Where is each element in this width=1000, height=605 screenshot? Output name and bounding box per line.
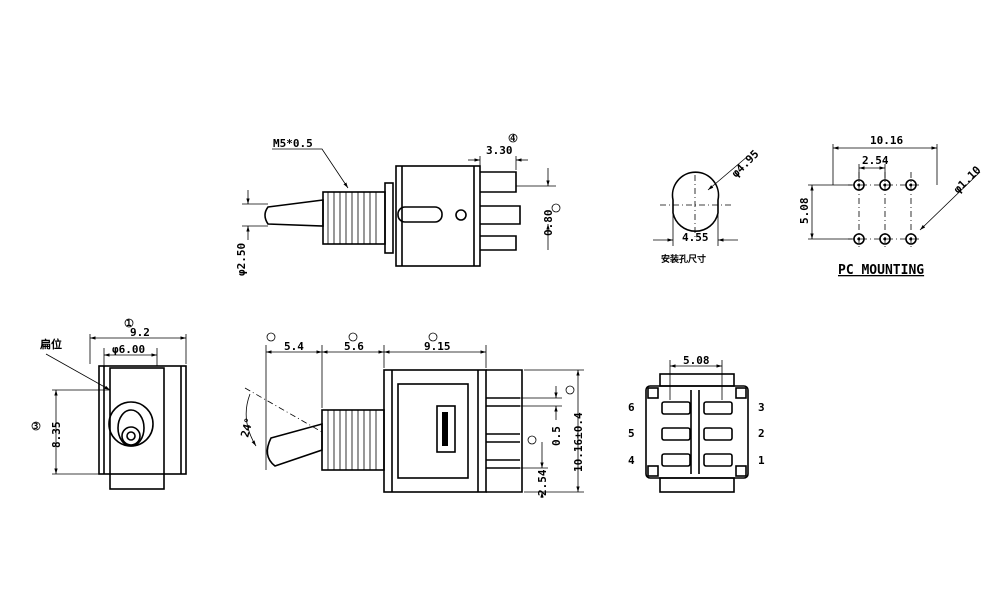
- front-body: [98, 365, 187, 475]
- bottom-bottom-tab: [659, 477, 735, 493]
- side-body-outline: [383, 369, 487, 493]
- front-body-edges: [103, 366, 182, 474]
- body-outline: [395, 165, 481, 267]
- pin-2: 2: [758, 427, 765, 440]
- side-angle: 24°: [238, 416, 256, 439]
- bottom-divider: [690, 390, 700, 474]
- pcb-centerlines: [848, 172, 922, 250]
- pin-1: 1: [758, 454, 765, 467]
- body-edges: [401, 166, 475, 266]
- side-54: 5.4: [284, 340, 304, 353]
- pin-6: 6: [628, 401, 635, 414]
- front-view: 1 9.2 φ6.00 扁位 3 8.35: [31, 318, 187, 490]
- body-slot: [397, 206, 443, 223]
- bottom-terminals: [661, 401, 733, 467]
- body-rivet: [455, 209, 467, 221]
- pcb-row: 5.08: [798, 198, 811, 225]
- thread-label: M5*0.5: [273, 137, 313, 150]
- side-05: 0.5: [550, 426, 563, 446]
- terminals: [480, 171, 521, 251]
- lower-side-view: 24° 5.4 5.6 9.15 10.16±0.4: [238, 332, 585, 498]
- pin-4: 4: [628, 454, 635, 467]
- side-height: 10.16±0.4: [572, 412, 585, 472]
- side-bracket: [486, 369, 523, 493]
- hole-caption: 安装孔尺寸: [661, 253, 706, 265]
- bottom-top-tab: [659, 373, 735, 387]
- washer-outline: [384, 182, 394, 254]
- side-915: 9.15: [424, 340, 451, 353]
- bottom-508: 5.08: [683, 354, 710, 367]
- dim-455: 4.55: [682, 231, 709, 244]
- mounting-hole-view: φ4.95 4.55 安装孔尺寸: [653, 148, 762, 265]
- side-pins: [486, 397, 520, 469]
- svg-text:3: 3: [33, 422, 38, 432]
- bottom-view: 5.08 6 5 4 3 2 1: [628, 354, 765, 493]
- pcb-pin-dia: φ1.10: [951, 164, 984, 197]
- lever-axis-line: [244, 387, 323, 433]
- pin-3: 3: [758, 401, 765, 414]
- hole-outline: [671, 171, 720, 233]
- svg-text:4: 4: [510, 134, 516, 144]
- front-height: 8.35: [50, 422, 63, 449]
- lever-outline: [264, 199, 324, 227]
- flat-label: 扁位: [40, 337, 62, 351]
- dim-250: φ2.50: [235, 243, 248, 276]
- top-side-view: 3.30 4 0.80 M5*0.5 φ2.50: [235, 133, 561, 276]
- svg-text:1: 1: [126, 319, 131, 329]
- hole-dia-label: φ4.95: [729, 148, 762, 181]
- bushing-spring-outline: [321, 409, 385, 471]
- pc-mounting-view: 10.16 2.54 5.08 φ1.10 PC MOUNTING: [798, 134, 984, 278]
- front-width: 9.2: [130, 326, 150, 339]
- side-254: 2.54: [536, 469, 549, 496]
- side-body-latch: [436, 405, 456, 453]
- bushing-threads: [327, 192, 377, 244]
- side-body-window: [397, 383, 469, 479]
- dim-330: 3.30: [486, 144, 513, 157]
- lever-actuated: [266, 422, 323, 467]
- hole-centerlines: [660, 175, 732, 237]
- side-body-edges: [391, 370, 479, 492]
- pcb-title: PC MOUNTING: [838, 263, 924, 278]
- pcb-pitch: 2.54: [862, 154, 889, 167]
- side-56: 5.6: [344, 340, 364, 353]
- dim-080: 0.80: [542, 210, 555, 237]
- bushing-spring-coils: [327, 410, 377, 470]
- front-dia: φ6.00: [112, 343, 145, 356]
- front-lever-tip: [121, 426, 141, 446]
- pcb-width: 10.16: [870, 134, 903, 147]
- front-lever-base: [117, 409, 145, 447]
- pin-5: 5: [628, 427, 635, 440]
